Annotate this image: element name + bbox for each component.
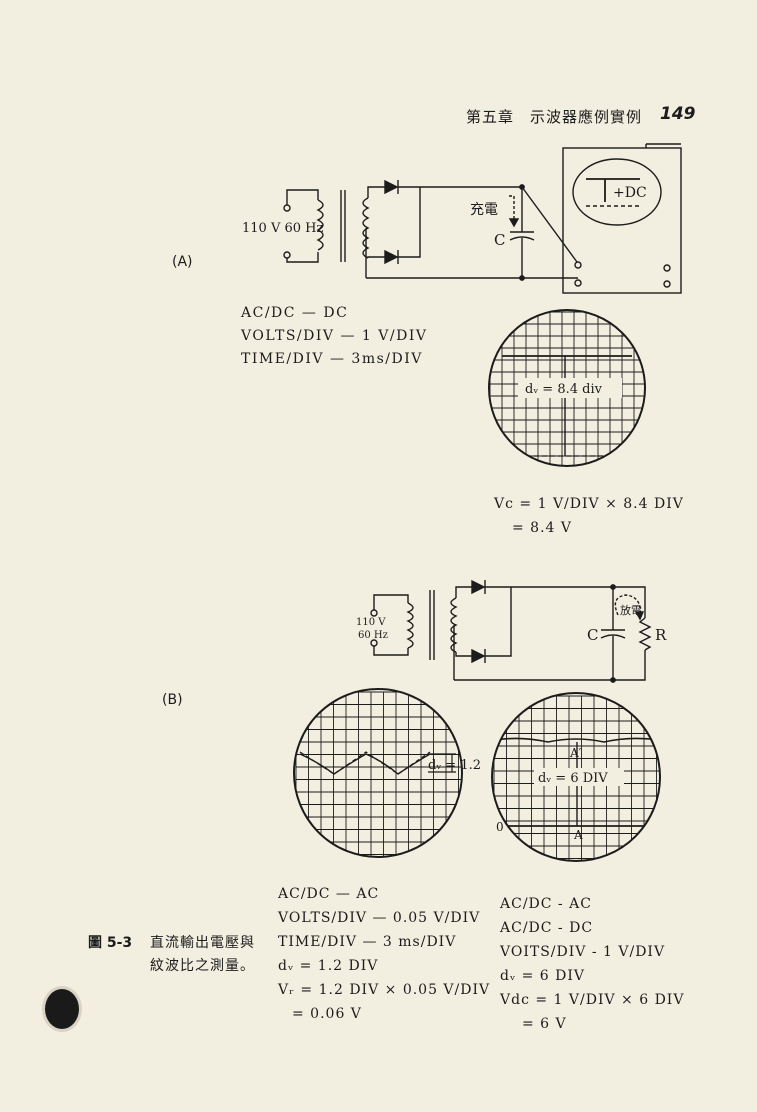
settings-b-left-line: = 0.06 V xyxy=(292,1006,362,1022)
screen-b1-reading: dᵥ = 1.2 xyxy=(428,758,481,773)
oscilloscope-panel xyxy=(562,143,682,294)
charge-label: 充電 xyxy=(470,202,498,218)
screen-a-reading: dᵥ = 8.4 div xyxy=(525,382,603,397)
settings-b-right: AC/DC - AC AC/DC - DC VOITS/DIV - 1 V/DI… xyxy=(500,892,684,1036)
settings-a-line: VOLTS/DIV — 1 V/DIV xyxy=(241,328,428,344)
source-label-a: 110 V 60 Hz xyxy=(242,221,323,236)
settings-b-right-line: Vdc = 1 V/DIV × 6 DIV xyxy=(500,992,685,1008)
settings-b-right-line: AC/DC - DC xyxy=(500,920,594,936)
capacitor-label-b: C xyxy=(587,626,598,644)
settings-b-left: AC/DC — AC VOLTS/DIV — 0.05 V/DIV TIME/D… xyxy=(278,882,490,1026)
result-a: Vc = 1 V/DIV × 8.4 DIV = 8.4 V xyxy=(494,492,684,540)
marker-a-prime: A′ xyxy=(569,746,582,760)
caption-line: 紋波比之測量。 xyxy=(150,958,255,974)
settings-b-left-line: TIME/DIV — 3 ms/DIV xyxy=(278,934,457,950)
screen-b2-reading: dᵥ = 6 DIV xyxy=(538,771,608,786)
marker-a: A xyxy=(573,828,583,842)
source-label-b-1: 110 V xyxy=(356,617,386,628)
settings-b-right-line: = 6 V xyxy=(522,1016,567,1032)
settings-b-left-line: VOLTS/DIV — 0.05 V/DIV xyxy=(278,910,481,926)
settings-a: AC/DC — DC VOLTS/DIV — 1 V/DIV TIME/DIV … xyxy=(241,302,427,371)
settings-a-line: TIME/DIV — 3ms/DIV xyxy=(241,351,423,367)
settings-b-right-line: VOITS/DIV - 1 V/DIV xyxy=(500,944,666,960)
settings-b-right-line: AC/DC - AC xyxy=(500,896,592,912)
circuit-a xyxy=(283,179,578,281)
screen-b2: dᵥ = 6 DIV A′ A 0 xyxy=(491,692,661,862)
scope-dc-label: +DC xyxy=(613,185,647,201)
settings-b-left-line: dᵥ = 1.2 DIV xyxy=(278,958,379,974)
figure-number: 圖 5-3 xyxy=(88,935,133,951)
result-a-line: Vc = 1 V/DIV × 8.4 DIV xyxy=(494,496,684,512)
circuit-b xyxy=(370,579,652,683)
figure-caption: 直流輸出電壓與 紋波比之測量。 xyxy=(150,932,255,978)
settings-b-right-line: dᵥ = 6 DIV xyxy=(500,968,586,984)
source-label-b-2: 60 Hz xyxy=(358,630,388,641)
caption-line: 直流輸出電壓與 xyxy=(150,935,255,951)
discharge-label: 放電 xyxy=(620,603,642,617)
screen-b1: dᵥ = 1.2 xyxy=(293,688,481,858)
settings-a-line: AC/DC — DC xyxy=(241,305,349,321)
page-number: 149 xyxy=(660,104,696,124)
chapter-header: 第五章 示波器應例實例 xyxy=(466,108,643,126)
figure-b-label: (B) xyxy=(162,692,183,708)
binder-hole xyxy=(42,986,82,1032)
result-a-line: = 8.4 V xyxy=(512,520,573,536)
figure-a-label: (A) xyxy=(172,254,193,270)
screen-a: dᵥ = 8.4 div xyxy=(488,309,646,467)
settings-b-left-line: AC/DC — AC xyxy=(278,886,380,902)
capacitor-label-a: C xyxy=(494,231,505,249)
resistor-label: R xyxy=(655,626,667,644)
screen-zero-label: 0 xyxy=(496,820,504,834)
settings-b-left-line: Vᵣ = 1.2 DIV × 0.05 V/DIV xyxy=(278,982,491,998)
